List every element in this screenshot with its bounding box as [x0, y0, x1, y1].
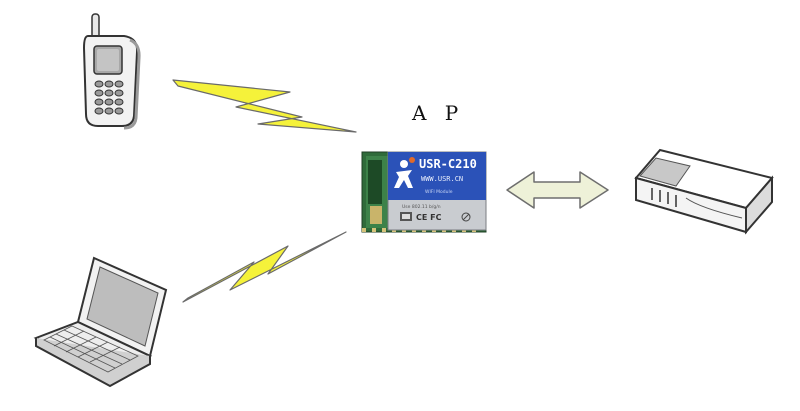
laptop-icon	[33, 256, 168, 388]
ap-label: A P	[411, 101, 464, 125]
module-url-text: WWW.USR.CN	[421, 175, 463, 183]
wireless-link-bottom	[182, 231, 347, 303]
module-cert-marks: CE FC	[416, 213, 442, 222]
module-fine-print: Use 802.11 b/g/n	[402, 204, 441, 210]
weee-mark-icon	[461, 212, 471, 222]
wifi-badge-icon	[400, 212, 412, 221]
module-model-text: USR-C210	[419, 157, 477, 171]
bidirectional-arrow	[506, 171, 609, 209]
module-subtitle-text: WIFI Module	[425, 189, 453, 195]
wireless-link-top	[172, 79, 357, 133]
mobile-phone-icon	[82, 13, 141, 130]
router-icon	[634, 148, 774, 235]
usr-c210-module: USR-C210 WWW.USR.CN WIFI Module Use 802.…	[361, 151, 487, 233]
usr-logo-icon	[394, 157, 415, 188]
